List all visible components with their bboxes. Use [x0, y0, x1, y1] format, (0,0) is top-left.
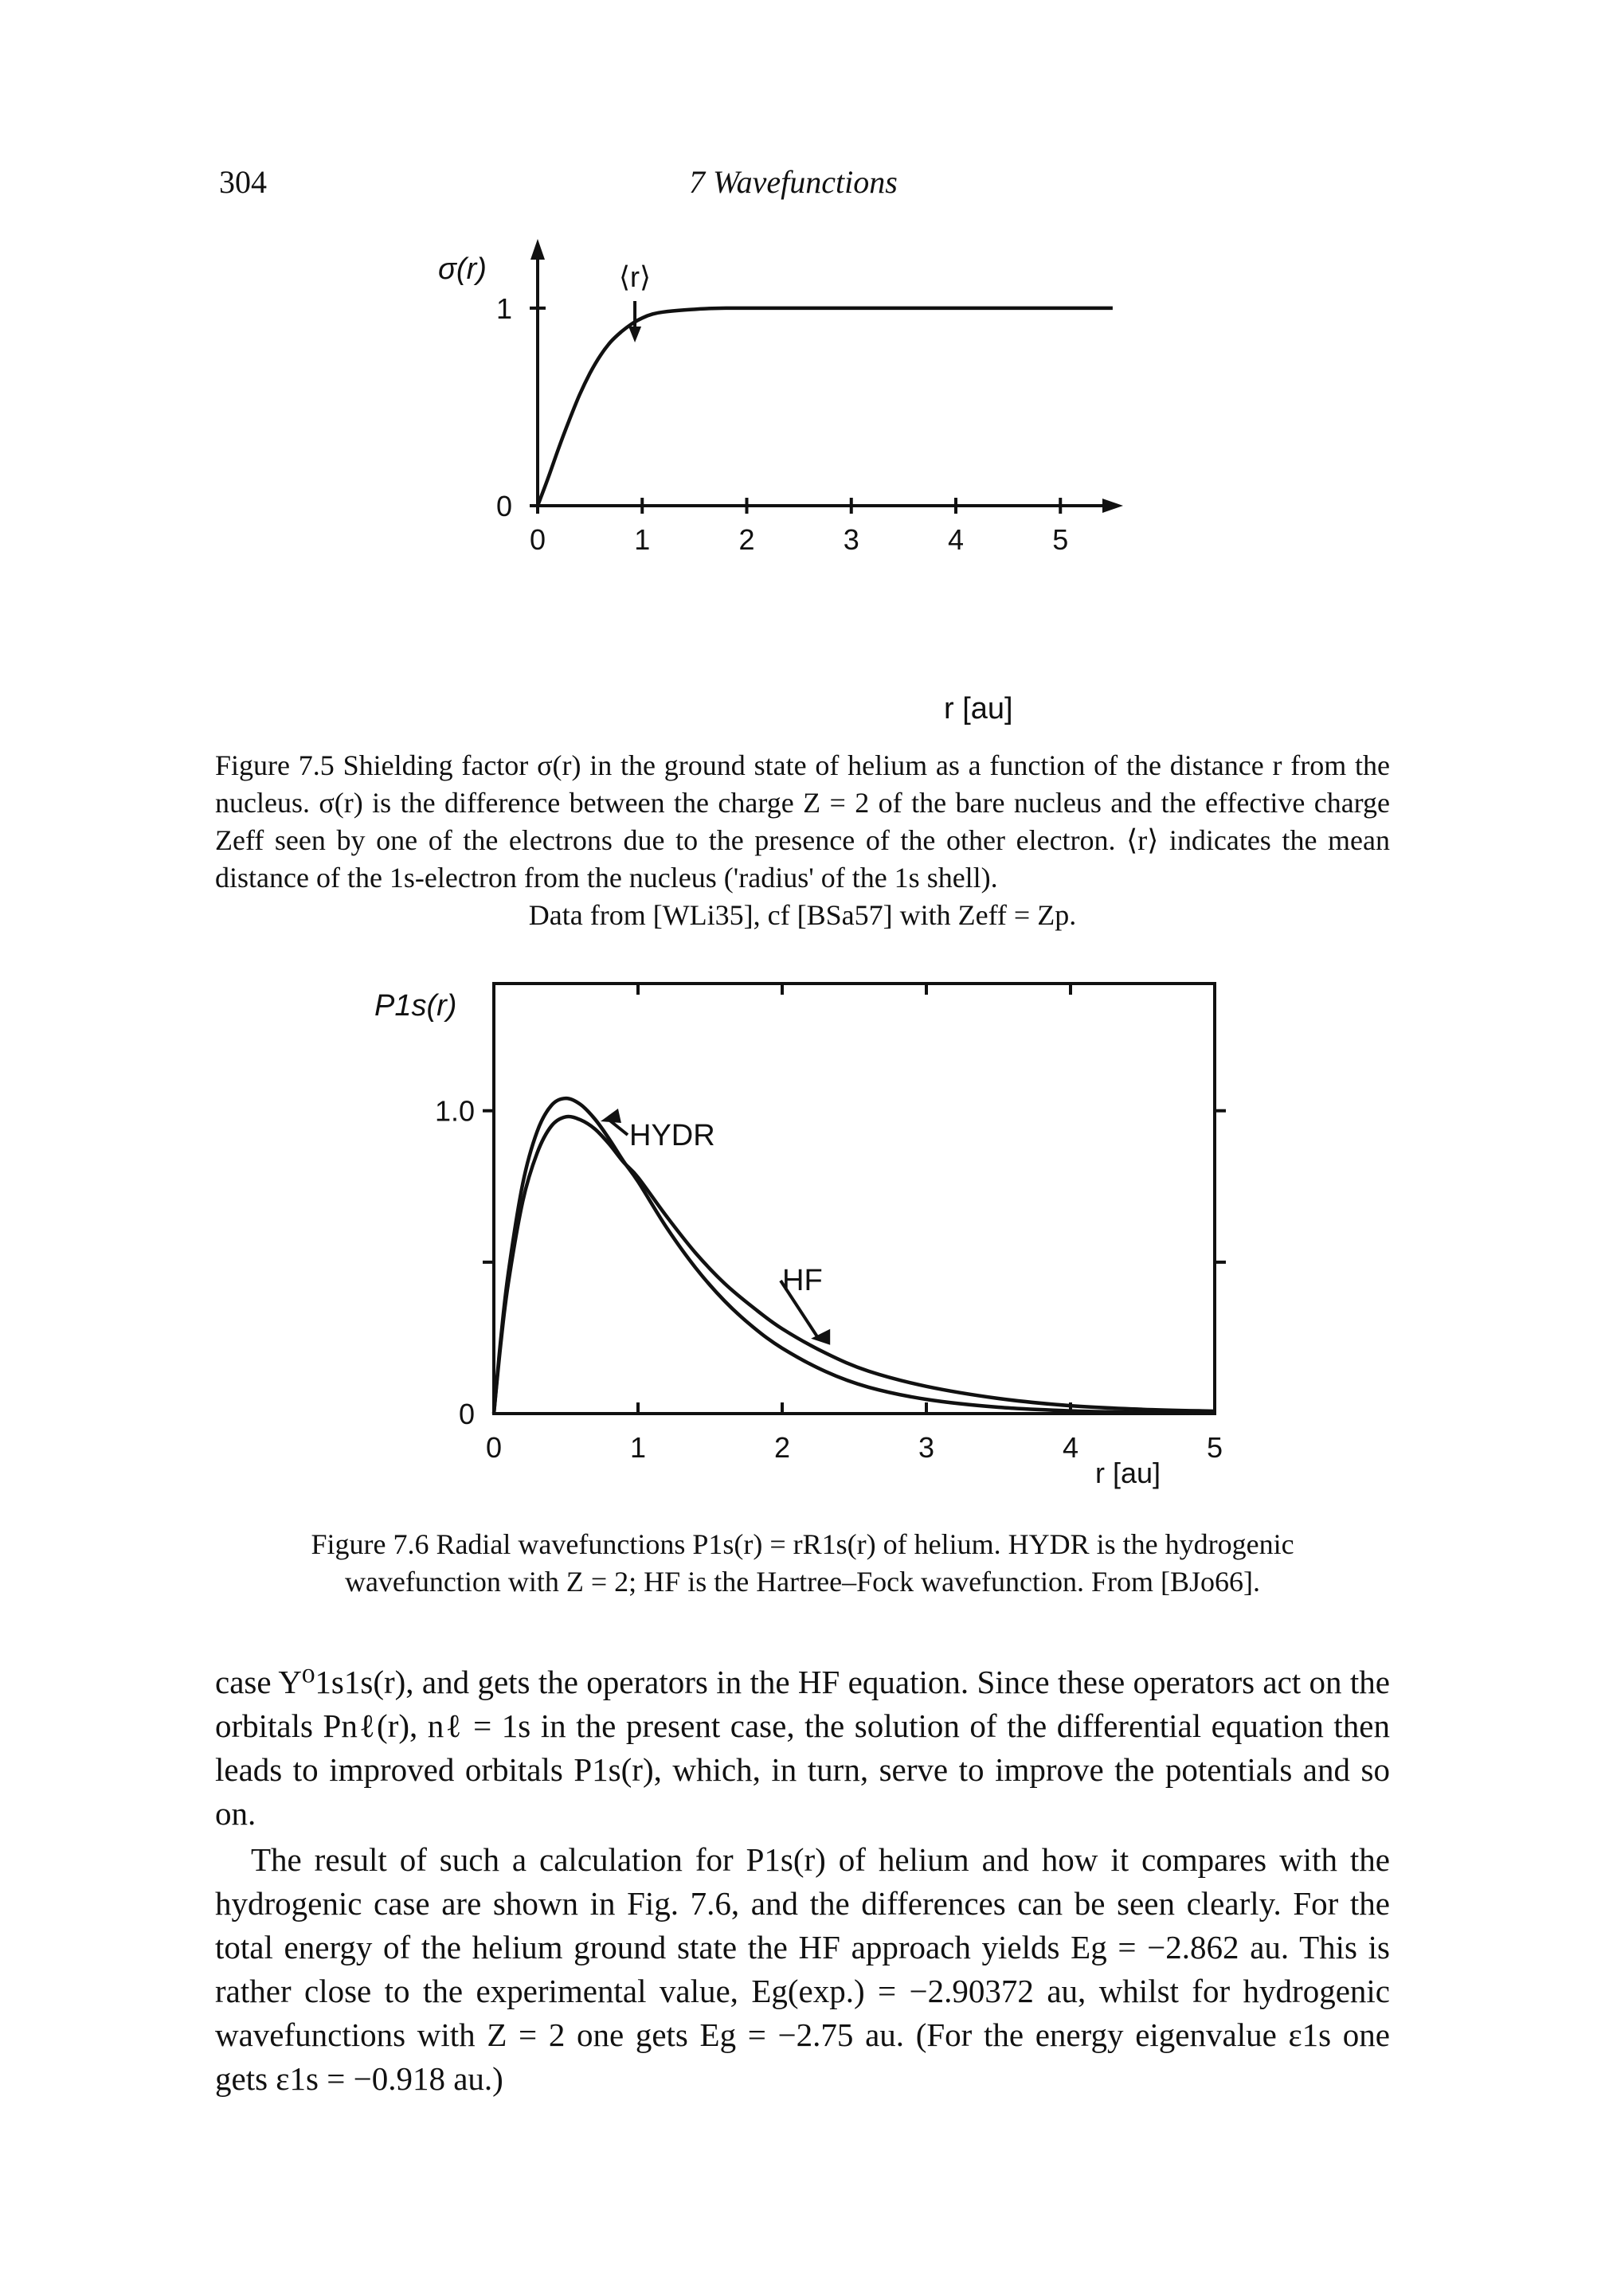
fig75-x-tick-label: 4: [948, 523, 964, 556]
body-text: case Y⁰1s1s(r), and gets the operators i…: [215, 1660, 1390, 2101]
fig76-x-axis-label: r [au]: [1095, 1457, 1161, 1489]
fig76-y-tick-label: 0: [459, 1398, 475, 1430]
fig75-caption-line-1: Figure 7.5 Shielding factor σ(r) in the …: [215, 749, 1390, 894]
fig75-y-tick-label: 1: [496, 292, 512, 325]
fig76-x-tick-label: 1: [630, 1431, 646, 1464]
fig76-x-tick-label: 4: [1063, 1431, 1078, 1464]
fig75-x-axis-label: r [au]: [944, 692, 1013, 726]
fig75-mean-r-arrowhead: [628, 327, 642, 342]
fig75-y-tick-label: 0: [496, 490, 512, 522]
figure-7-6-caption: Figure 7.6 Radial wavefunctions P1s(r) =…: [215, 1526, 1390, 1601]
fig76-hydr-arrowhead: [600, 1109, 621, 1124]
fig76-x-tick-label: 3: [918, 1431, 934, 1464]
fig76-hf-arrowhead: [811, 1328, 831, 1345]
fig76-hf-arrow: [779, 1279, 819, 1338]
fig76-curve-hydr: [491, 1096, 1215, 1415]
figure-7-5-caption: Figure 7.5 Shielding factor σ(r) in the …: [215, 747, 1390, 934]
fig75-y-arrowhead: [530, 239, 545, 260]
fig75-caption-line-2: Data from [WLi35], cf [BSa57] with Zeff …: [528, 899, 1077, 931]
page-number: 304: [219, 164, 267, 200]
fig75-x-tick-label: 1: [634, 523, 650, 556]
fig75-x-tick-label: 0: [530, 523, 546, 556]
fig76-plot-frame: [492, 982, 1216, 1415]
fig75-sigma-curve: [535, 306, 1113, 507]
running-title: 7 Wavefunctions: [689, 164, 898, 200]
fig76-caption-line-2: wavefunction with Z = 2; HF is the Hartr…: [344, 1566, 1261, 1598]
fig76-x-tick-label: 5: [1207, 1431, 1223, 1464]
fig76-curve-hf: [491, 1114, 1215, 1414]
fig76-caption-line-1: Figure 7.6 Radial wavefunctions P1s(r) =…: [311, 1528, 1294, 1560]
body-paragraph-2: The result of such a calculation for P1s…: [215, 1841, 1390, 2097]
fig76-y-axis-label: P1s(r): [374, 989, 456, 1023]
fig76-hydr-label: HYDR: [629, 1119, 715, 1152]
figure-7-5-chart: σ(r) r [au] ⟨r⟩ 0 1 2 3 4 5 0 1: [438, 239, 1123, 726]
fig75-x-tick-label: 2: [738, 523, 754, 556]
body-paragraph-1: case Y⁰1s1s(r), and gets the operators i…: [215, 1664, 1390, 1832]
fig75-x-tick-label: 3: [844, 523, 859, 556]
fig75-y-axis-label: σ(r): [438, 252, 487, 286]
fig76-x-tick-label: 0: [486, 1431, 502, 1464]
fig76-x-tick-label: 2: [774, 1431, 790, 1464]
fig75-x-tick-label: 5: [1052, 523, 1068, 556]
fig75-mean-r-label: ⟨r⟩: [619, 260, 651, 293]
fig76-y-tick-label: 1.0: [435, 1095, 475, 1128]
fig75-x-arrowhead: [1102, 499, 1123, 513]
